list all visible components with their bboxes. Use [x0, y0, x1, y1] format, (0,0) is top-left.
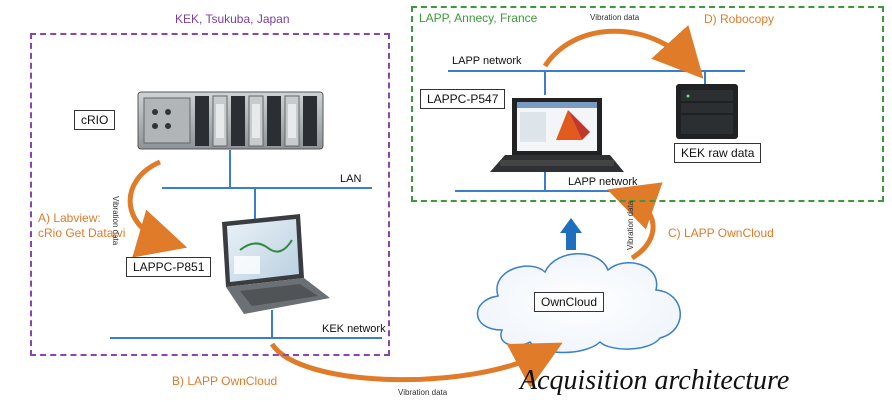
arrow-a-labview: [127, 159, 188, 258]
laptop-p851-image: [222, 214, 330, 314]
step-d-label: D) Robocopy: [704, 12, 775, 26]
kek-network-line: [110, 310, 382, 339]
vibration-label-b: Vibration data: [398, 388, 448, 397]
vibration-label-d: Vibration data: [590, 13, 640, 22]
step-a-line2: cRio Get Data.vi: [38, 226, 126, 240]
lapp-region-border: [411, 6, 884, 202]
kek-network-label: KEK network: [322, 323, 386, 335]
laptop-p547-image: [490, 98, 624, 172]
lan-line: [162, 150, 372, 220]
step-b-label: B) LAPP OwnCloud: [172, 374, 278, 388]
lapp-network-bottom-label: LAPP network: [568, 176, 638, 188]
lapp-network-top-label: LAPP network: [452, 55, 522, 67]
kek-region-border: [30, 33, 390, 356]
kek-region-title: KEK, Tsukuba, Japan: [175, 12, 290, 26]
lappc-p547-label: LAPPC-P547: [420, 89, 506, 109]
step-c-label: C) LAPP OwnCloud: [668, 226, 774, 240]
nas-storage-image: [676, 84, 738, 139]
crio-label: cRIO: [74, 110, 116, 130]
crio-device-image: [137, 91, 324, 150]
step-a-label: A) Labview: cRio Get Data.vi: [38, 211, 125, 241]
step-a-line1: A) Labview:: [38, 211, 101, 225]
lan-label: LAN: [340, 173, 362, 185]
lappc-p851-label: LAPPC-P851: [126, 257, 212, 277]
upload-arrow: [560, 218, 582, 250]
vibration-label-c: Vibration data: [626, 200, 635, 250]
kek-raw-data-label: KEK raw data: [674, 143, 762, 163]
diagram-caption: Acquisition architecture: [520, 365, 790, 396]
owncloud-label: OwnCloud: [534, 292, 605, 312]
arrow-b-owncloud: [269, 342, 563, 389]
vibration-label-a: Vibration data: [111, 196, 120, 246]
arrow-d-robocopy: [542, 24, 704, 79]
lapp-region-title: LAPP, Annecy, France: [419, 11, 538, 25]
